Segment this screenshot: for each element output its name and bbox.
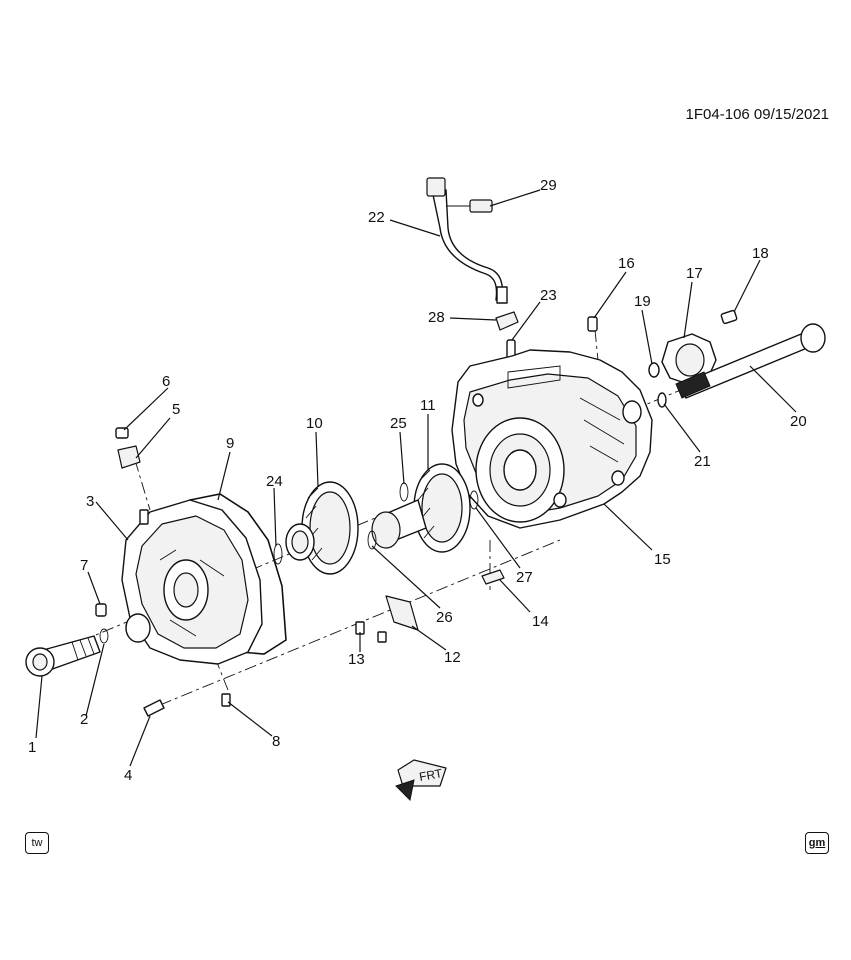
wiring-harness [426, 177, 508, 304]
callout-17: 17 [686, 265, 703, 282]
snap-ring-24 [273, 543, 283, 565]
callout-19: 19 [634, 293, 651, 310]
callout-16: 16 [618, 255, 635, 272]
callout-18: 18 [752, 245, 769, 262]
callout-13: 13 [348, 651, 365, 668]
callout-15: 15 [654, 551, 671, 568]
callout-29: 29 [540, 177, 557, 194]
callout-14: 14 [532, 613, 549, 630]
callout-5: 5 [172, 401, 180, 418]
callout-2: 2 [80, 711, 88, 728]
callout-20: 20 [790, 413, 807, 430]
gm-logo-badge: gm [805, 832, 829, 854]
callout-1: 1 [28, 739, 36, 756]
plug-7 [95, 603, 107, 617]
snap-ring-27 [469, 490, 479, 510]
output-shaft [675, 323, 826, 399]
frt-label: FRT [418, 766, 444, 784]
harness-clip [495, 311, 519, 359]
shield-bracket [355, 595, 419, 643]
callout-7: 7 [80, 557, 88, 574]
callout-6: 6 [162, 373, 170, 390]
diagram-code: 1F04-106 09/15/2021 [685, 106, 829, 123]
driven-gear [371, 463, 471, 553]
front-cover [121, 499, 263, 665]
callout-9: 9 [226, 435, 234, 452]
input-flange [25, 635, 101, 677]
seal-2 [99, 628, 109, 644]
callout-8: 8 [272, 733, 280, 750]
callout-27: 27 [516, 569, 533, 586]
callout-28: 28 [428, 309, 445, 326]
callout-23: 23 [540, 287, 557, 304]
callout-26: 26 [436, 609, 453, 626]
snap-ring-25 [399, 482, 409, 502]
leader-lines [35, 189, 797, 767]
actuator-motor [648, 309, 738, 385]
callout-labels: 1 2 3 4 5 6 7 8 9 10 11 12 13 14 15 16 1… [28, 177, 807, 784]
o-ring-21 [657, 392, 667, 408]
callout-24: 24 [266, 473, 283, 490]
transfer-case-housing [451, 349, 653, 529]
bolt-4 [143, 699, 165, 717]
bolt-16 [587, 316, 598, 332]
callout-12: 12 [444, 649, 461, 666]
callout-10: 10 [306, 415, 323, 432]
shim-plate [481, 569, 505, 585]
callout-11: 11 [420, 397, 436, 414]
front-direction-arrow: FRT [395, 759, 447, 802]
callout-25: 25 [390, 415, 407, 432]
callout-3: 3 [86, 493, 94, 510]
callout-22: 22 [368, 209, 385, 226]
bracket-5 [115, 427, 141, 469]
tw-badge: tw [25, 832, 49, 854]
snap-ring-26 [367, 530, 377, 550]
plug-8 [221, 693, 231, 707]
callout-4: 4 [124, 767, 132, 784]
drive-gear [285, 481, 359, 575]
callout-21: 21 [694, 453, 711, 470]
